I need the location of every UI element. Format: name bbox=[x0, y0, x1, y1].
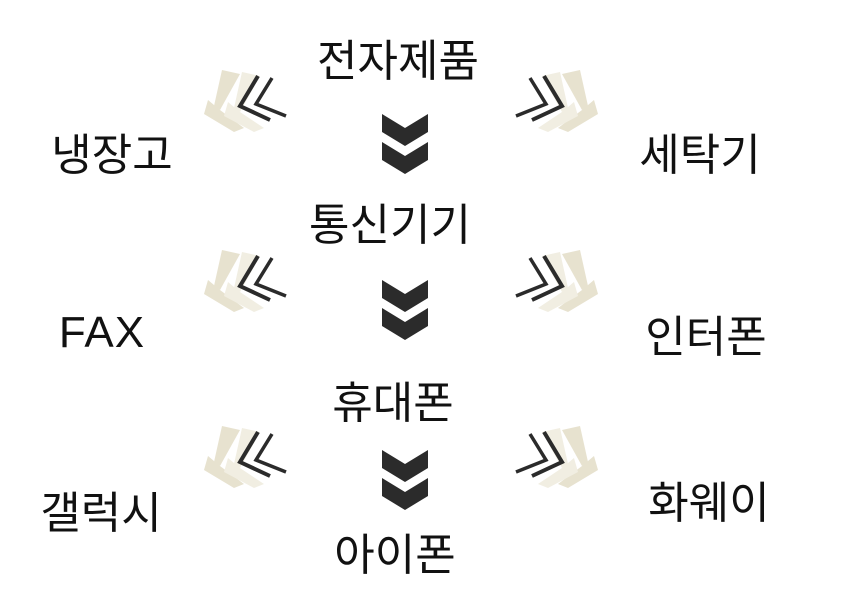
node-level3-left: 갤럭시 bbox=[40, 488, 162, 539]
chevron-left-icon bbox=[204, 426, 287, 488]
node-level2-right: 인터폰 bbox=[645, 312, 767, 363]
chevron-down-icon bbox=[382, 450, 428, 510]
node-level3-right: 화웨이 bbox=[648, 478, 770, 529]
chevron-left-icon bbox=[204, 250, 287, 312]
node-level2-center: 통신기기 bbox=[309, 200, 471, 251]
node-level1-left: 냉장고 bbox=[51, 130, 173, 181]
node-level1-center: 전자제품 bbox=[317, 36, 479, 87]
node-final: 아이폰 bbox=[334, 530, 456, 581]
node-level2-left: FAX bbox=[58, 308, 146, 357]
chevron-right-icon bbox=[515, 250, 598, 312]
chevron-down-icon bbox=[382, 114, 428, 174]
chevron-down-icon bbox=[382, 280, 428, 340]
chevron-right-icon bbox=[515, 426, 598, 488]
chevron-right-icon bbox=[515, 70, 598, 132]
node-level1-right: 세탁기 bbox=[639, 130, 761, 181]
chevron-left-icon bbox=[204, 70, 287, 132]
node-level3-center: 휴대폰 bbox=[332, 378, 454, 429]
